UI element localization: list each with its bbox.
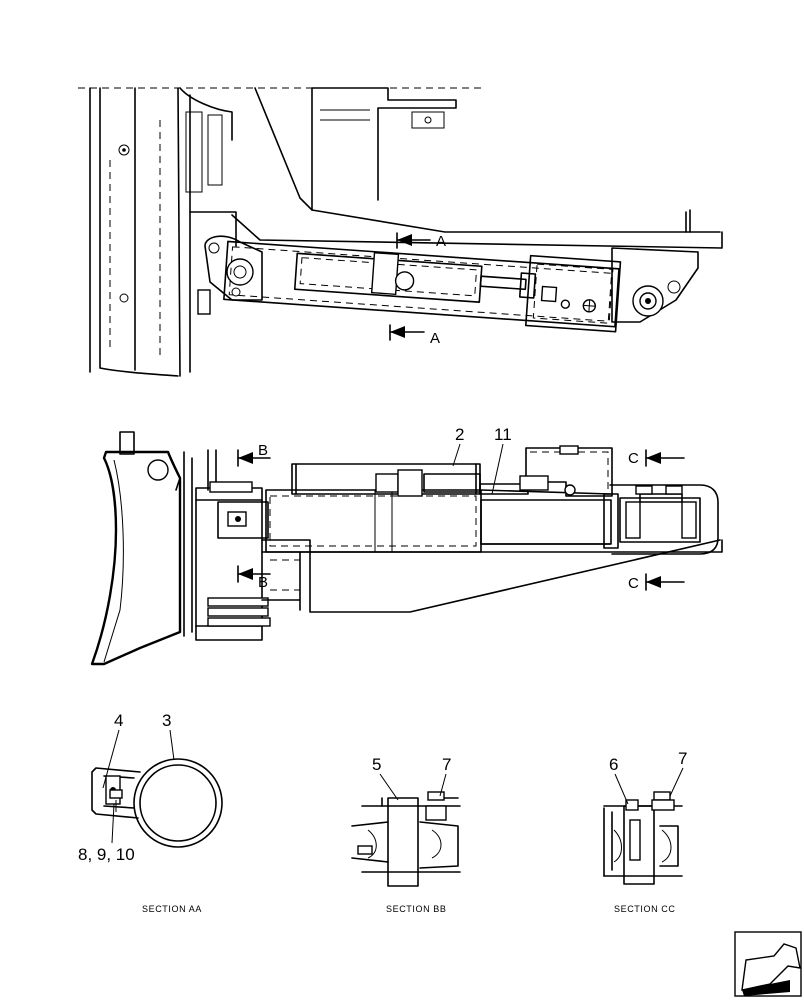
caption-section-aa: SECTION AA bbox=[142, 904, 202, 914]
section-label-a-upper: A bbox=[436, 233, 446, 250]
callout-label-6: 6 bbox=[609, 755, 618, 774]
section-label-b-upper: B bbox=[258, 442, 268, 459]
section-c-lower-marker: C bbox=[628, 573, 685, 592]
caption-section-cc: SECTION CC bbox=[614, 904, 676, 914]
callout-8-9-10: 8, 9, 10 bbox=[78, 803, 135, 864]
callout-3: 3 bbox=[162, 711, 175, 761]
next-page-arrow-icon[interactable] bbox=[734, 931, 802, 997]
section-cc-view bbox=[603, 791, 683, 885]
callout-label-7-bb: 7 bbox=[442, 755, 451, 774]
section-label-c-upper: C bbox=[628, 450, 639, 467]
callout-2: 2 bbox=[452, 425, 464, 467]
section-label-c-lower: C bbox=[628, 575, 639, 592]
section-aa-view bbox=[91, 758, 223, 848]
callout-label-5: 5 bbox=[372, 755, 381, 774]
callout-7-bb: 7 bbox=[439, 755, 451, 797]
callout-5: 5 bbox=[372, 755, 399, 801]
section-bb-view bbox=[351, 791, 461, 887]
callout-7-cc: 7 bbox=[669, 749, 687, 797]
callout-label-8-9-10: 8, 9, 10 bbox=[78, 845, 135, 864]
section-label-b-lower: B bbox=[258, 574, 268, 591]
section-b-lower-marker: B bbox=[237, 565, 271, 591]
callout-6: 6 bbox=[609, 755, 629, 805]
section-b-upper-marker: B bbox=[237, 442, 271, 467]
section-label-a-lower: A bbox=[430, 330, 440, 347]
callout-label-7-cc: 7 bbox=[678, 749, 687, 768]
caption-section-bb: SECTION BB bbox=[386, 904, 447, 914]
side-view bbox=[90, 431, 723, 666]
callout-4: 4 bbox=[102, 711, 123, 789]
callout-label-4: 4 bbox=[114, 711, 123, 730]
callout-label-3: 3 bbox=[162, 711, 171, 730]
top-view bbox=[78, 87, 723, 377]
section-c-upper-marker: C bbox=[628, 449, 685, 467]
section-a-lower-marker: A bbox=[389, 324, 440, 347]
callout-label-11: 11 bbox=[494, 425, 512, 444]
section-a-upper-marker: A bbox=[396, 232, 446, 250]
callout-label-2: 2 bbox=[455, 425, 464, 444]
callout-11: 11 bbox=[491, 425, 512, 495]
